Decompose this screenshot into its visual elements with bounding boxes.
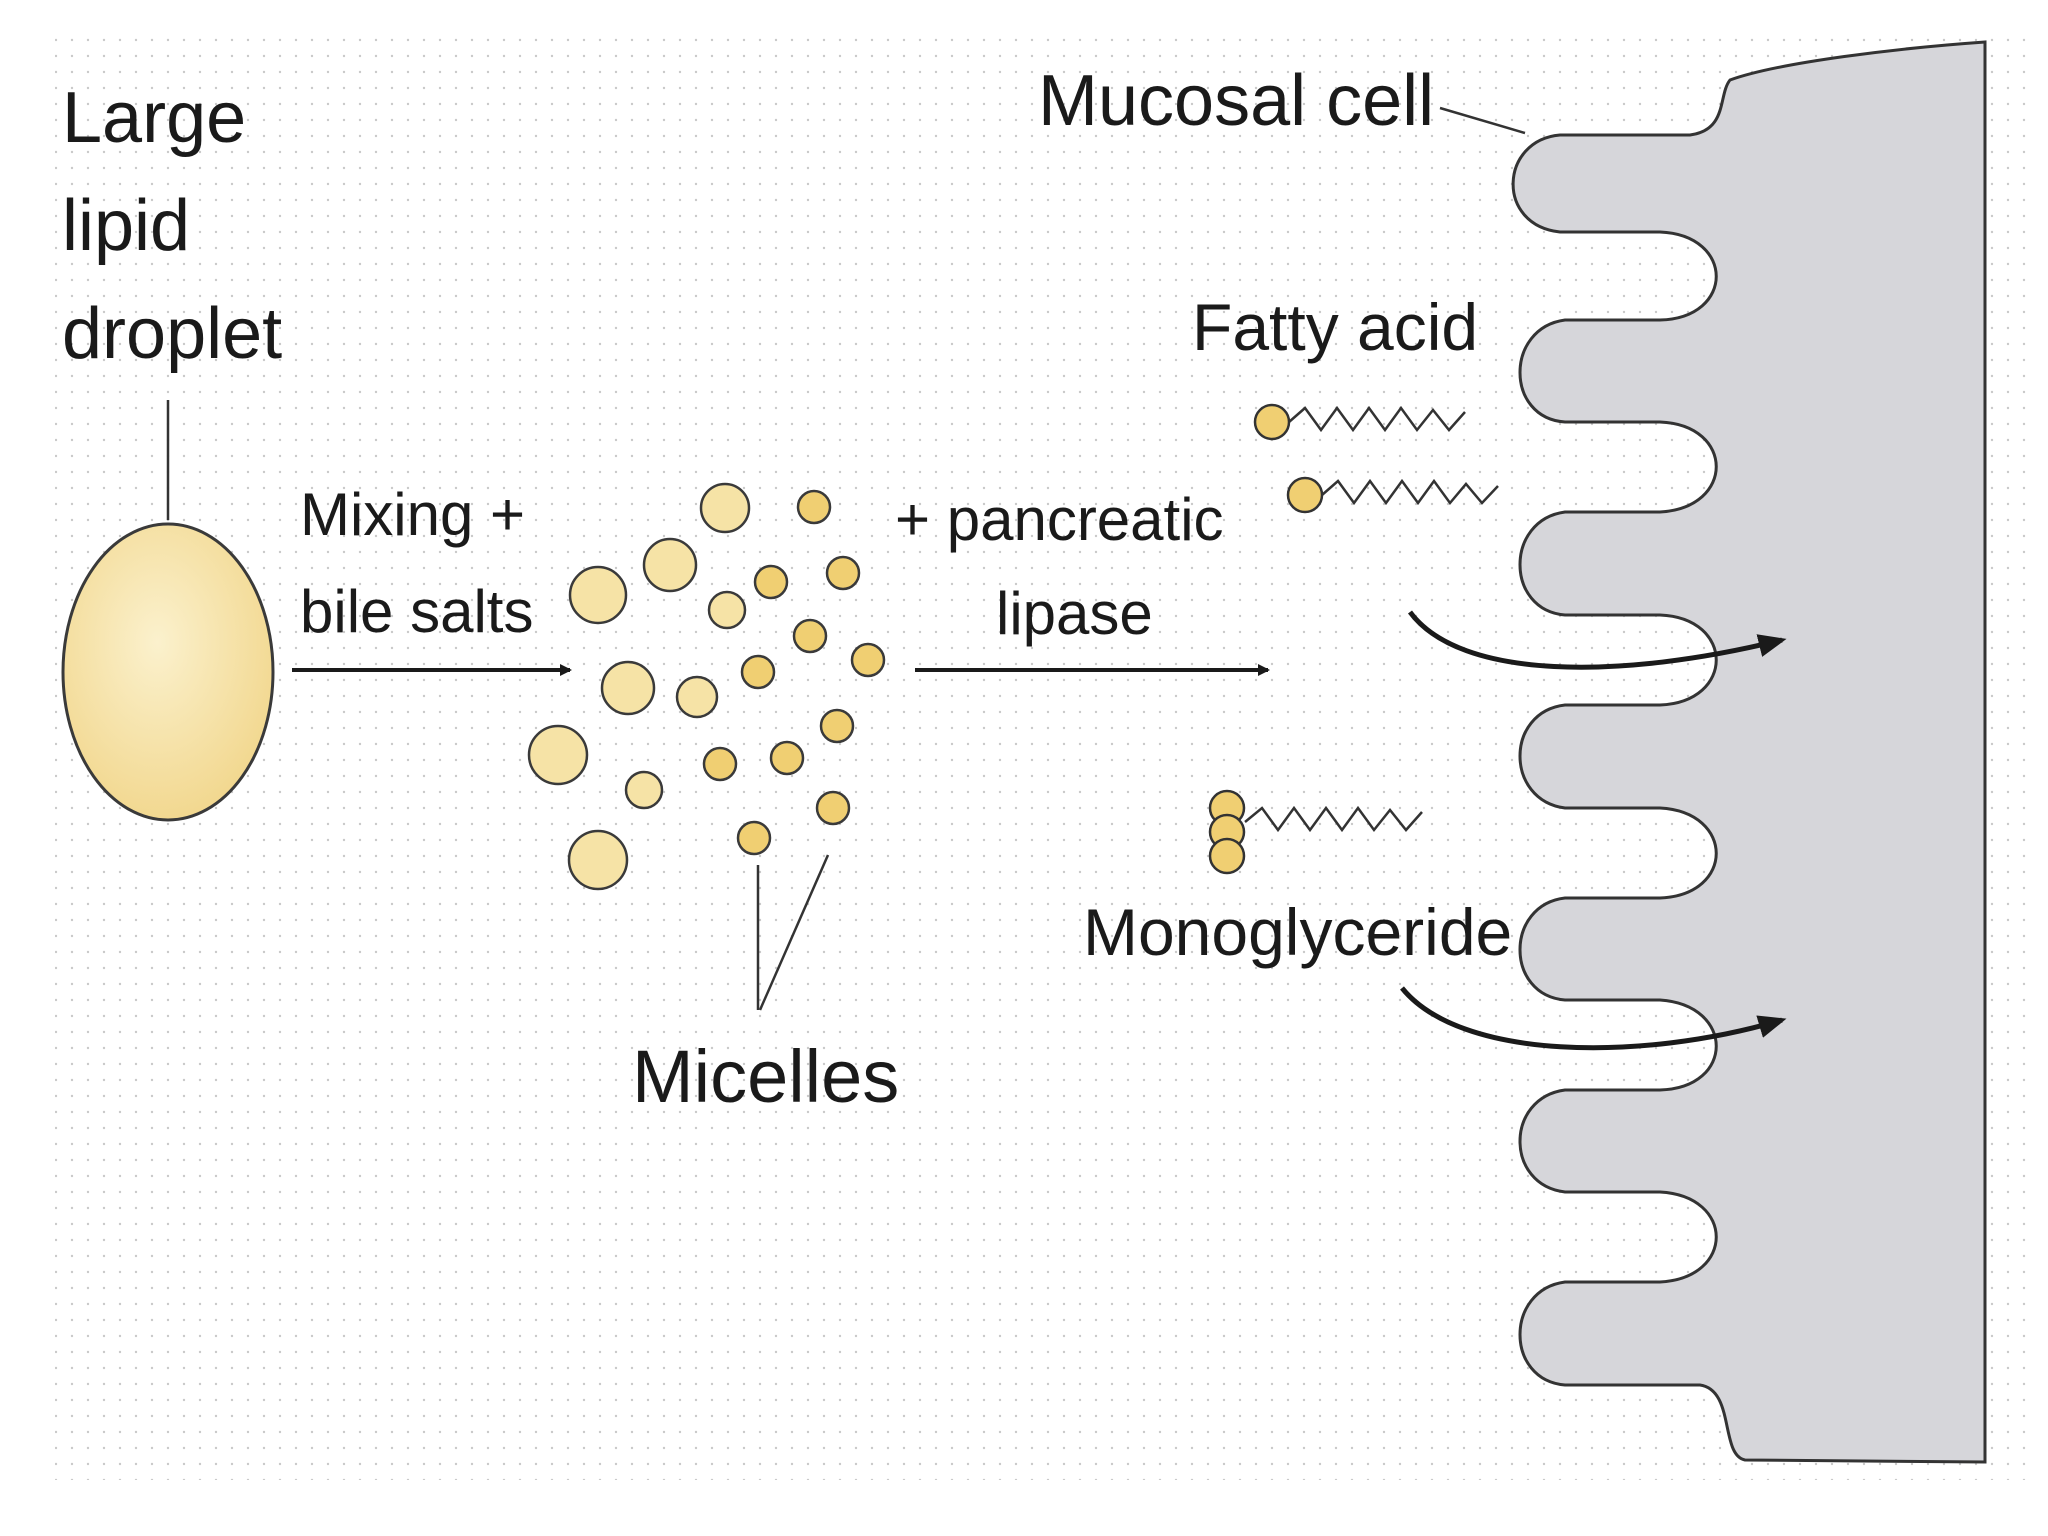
micelle-small [796,489,832,525]
fatty-acid-tail [1321,478,1499,506]
label-bile-salts: bile salts [300,578,533,645]
label-lipase: lipase [996,580,1153,647]
mucosal-cell [1511,40,1987,1464]
micelle-large [527,724,589,786]
micelle-small [819,708,855,744]
mixing-bile-salts-label: Mixing + bile salts [300,481,542,645]
micelle-large [642,537,698,593]
micelle-large [567,829,629,891]
monoglyceride-head [1208,837,1246,875]
mucosal-cell-label: Mucosal cell [1038,61,1434,141]
label-lipid: lipid [62,186,190,266]
large-lipid-droplet-label: Large lipid droplet [62,78,282,374]
micelle-small [769,740,805,776]
micelles-cluster [527,482,886,891]
micelle-small [740,654,776,690]
micelle-large [675,675,719,719]
micelles-leader-line [758,854,830,1011]
micelle-small [825,555,861,591]
absorption-arrow-fatty-acid [1407,610,1787,670]
micelle-small [736,820,772,856]
monoglyceride-molecule [1208,789,1423,875]
pancreatic-lipase-label: + pancreatic lipase [895,486,1240,647]
micelle-large [707,590,747,630]
absorption-arrow-monoglyceride [1400,986,1787,1051]
monoglyceride-label: Monoglyceride [1083,895,1512,969]
large-lipid-droplet [61,522,275,822]
mucosal-cell-leader-line [1439,106,1526,135]
micelle-small [702,746,738,782]
micelle-small [792,618,828,654]
label-large: Large [62,78,246,158]
fatty-acid-head [1286,476,1324,514]
fatty-acid-head [1253,403,1291,441]
fatty-acid-molecule [1286,476,1499,514]
micelles-label: Micelles [632,1035,899,1118]
micelle-large [600,660,656,716]
micelle-small [850,642,886,678]
micelle-large [568,565,628,625]
fatty-acid-label: Fatty acid [1192,290,1478,364]
fatty-acid-molecule [1253,403,1466,441]
monoglyceride-tail [1244,805,1423,833]
label-droplet: droplet [62,294,282,374]
fatty-acid-tail [1288,405,1466,433]
label-pancreatic: + pancreatic [895,486,1224,553]
micelle-small [815,790,851,826]
micelle-small [753,564,789,600]
micelle-large [624,770,664,810]
label-mixing: Mixing + [300,481,525,548]
micelle-large [699,482,751,534]
